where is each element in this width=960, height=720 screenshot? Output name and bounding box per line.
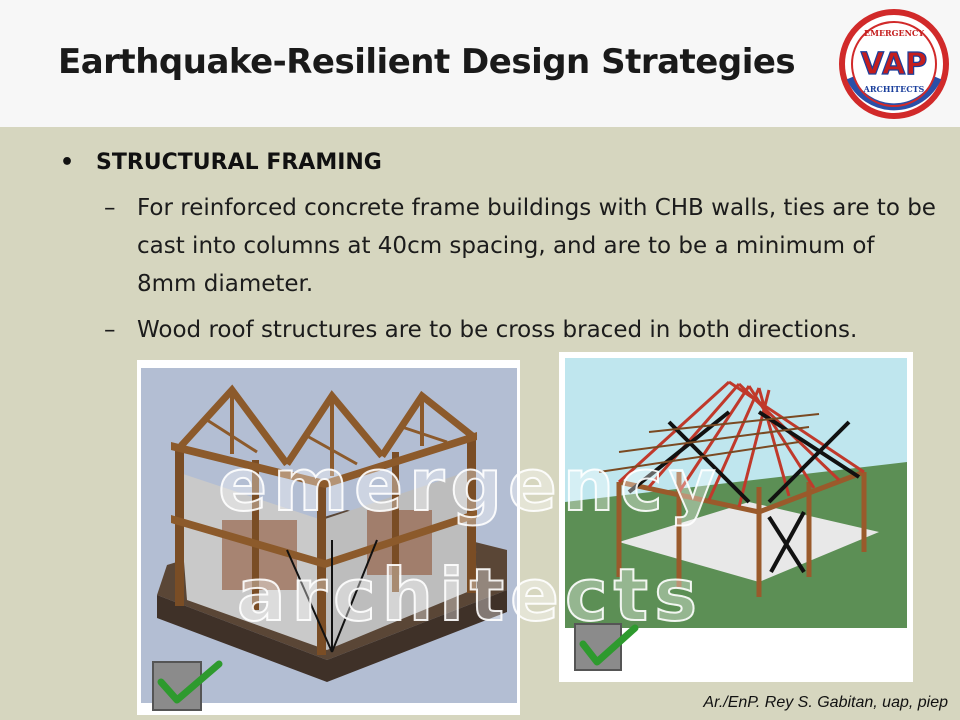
logo-bottom-text: ARCHITECTS — [863, 84, 925, 94]
dash-icon: – — [104, 317, 116, 343]
bullet-dot-icon: • — [60, 150, 75, 175]
checkmark-icon — [152, 660, 223, 711]
sub-bullet-text: Wood roof structures are to be cross bra… — [137, 317, 858, 343]
slide-title: Earthquake-Resilient Design Strategies — [58, 42, 796, 82]
emergency-architects-logo: EMERGENCY VAP ARCHITECTS — [839, 9, 949, 119]
slide-header: Earthquake-Resilient Design Strategies E… — [0, 0, 960, 127]
cross-braced-roof-illustration — [559, 352, 913, 682]
logo-top-text: EMERGENCY — [864, 28, 924, 38]
rc-frame-building-illustration — [137, 360, 520, 715]
logo-mark-text: VAP — [861, 47, 927, 82]
author-credit: Ar./EnP. Rey S. Gabitan, uap, piep — [703, 694, 948, 711]
checkmark-icon — [574, 623, 639, 671]
sub-bullet-text: For reinforced concrete frame buildings … — [137, 195, 936, 297]
dash-icon: – — [104, 195, 116, 221]
bullet-heading: STRUCTURAL FRAMING — [96, 150, 382, 175]
